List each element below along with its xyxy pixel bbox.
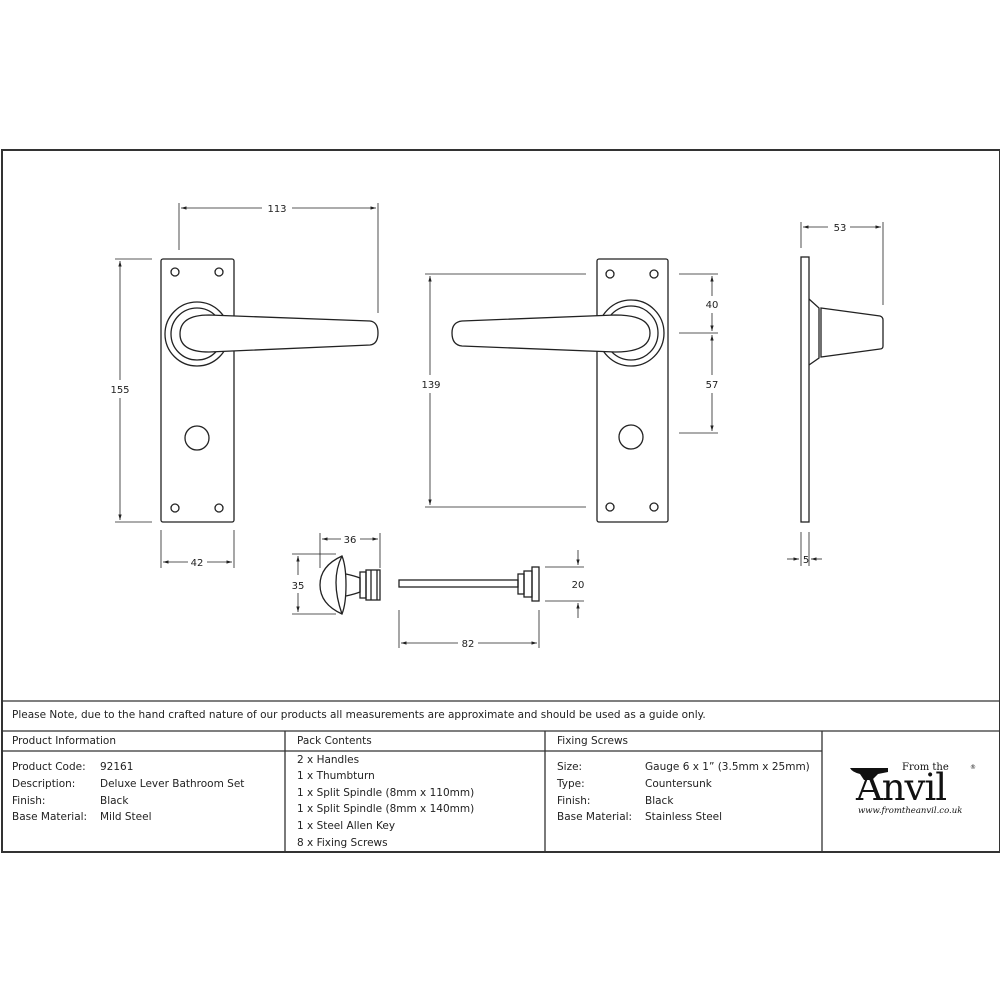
label: Product Code:	[12, 761, 86, 773]
dim-projection: 53	[834, 223, 847, 234]
dim-release-height: 20	[572, 580, 585, 591]
label: Base Material:	[12, 811, 88, 823]
fixing-screws-header: Fixing Screws	[557, 735, 629, 747]
pack-item: 8 x Fixing Screws	[297, 837, 388, 849]
dim-fixing-centres: 139	[421, 380, 440, 391]
label: Base Material:	[557, 811, 633, 823]
registered-mark: ®	[970, 764, 976, 771]
side-view-lever	[800, 256, 884, 523]
screw-size-row: Size: Gauge 6 x 1” (3.5mm x 25mm)	[557, 761, 810, 773]
label: Finish:	[12, 795, 46, 807]
release-spindle-drawing	[398, 566, 540, 602]
product-information-header: Product Information	[12, 735, 116, 747]
dim-thumbturn-length: 36	[344, 535, 357, 546]
dim-release-length: 82	[462, 639, 475, 650]
label: Description:	[12, 778, 76, 790]
dim-spindle-to-turn: 57	[706, 380, 719, 391]
product-code-row: Product Code: 92161	[12, 761, 133, 773]
screw-type-row: Type: Countersunk	[557, 778, 712, 790]
label: Size:	[557, 761, 583, 773]
screw-material-row: Base Material: Stainless Steel	[557, 811, 722, 823]
dim-total-width: 113	[267, 204, 286, 215]
anvil-icon	[850, 768, 888, 780]
description-row: Description: Deluxe Lever Bathroom Set	[12, 778, 244, 790]
logo-brand: Anvil	[856, 766, 947, 809]
value: Black	[645, 795, 674, 807]
screw-finish-row: Finish: Black	[557, 795, 673, 807]
label: Finish:	[557, 795, 591, 807]
value: 92161	[100, 761, 134, 773]
dim-plate-thickness: 5	[803, 555, 809, 566]
value: Black	[100, 795, 129, 807]
pack-item: 2 x Handles	[297, 754, 360, 766]
pack-item: 1 x Steel Allen Key	[297, 820, 396, 832]
pack-item: 1 x Thumbturn	[297, 770, 375, 782]
pack-item: 1 x Split Spindle (8mm x 110mm)	[297, 787, 475, 799]
value: Deluxe Lever Bathroom Set	[100, 778, 245, 790]
label: Type:	[557, 778, 585, 790]
back-view-lever	[451, 258, 669, 523]
dim-thumbturn-height: 35	[292, 581, 305, 592]
finish-row: Finish: Black	[12, 795, 128, 807]
logo-from-the: From the	[902, 762, 949, 773]
value: Gauge 6 x 1” (3.5mm x 25mm)	[645, 761, 810, 773]
pack-contents-header: Pack Contents	[297, 735, 372, 747]
pack-item: 1 x Split Spindle (8mm x 140mm)	[297, 803, 475, 815]
dim-total-height: 155	[110, 385, 129, 396]
value: Countersunk	[645, 778, 712, 790]
base-material-row: Base Material: Mild Steel	[12, 811, 152, 823]
measurement-note: Please Note, due to the hand crafted nat…	[12, 709, 706, 721]
front-view-lever	[160, 258, 379, 523]
value: Stainless Steel	[645, 811, 723, 823]
value: Mild Steel	[100, 811, 152, 823]
dim-plate-width: 42	[191, 558, 204, 569]
logo-url: www.fromtheanvil.co.uk	[858, 806, 963, 816]
from-the-anvil-logo: From the Anvil ® www.fromtheanvil.co.uk	[848, 760, 978, 822]
dim-top-to-spindle: 40	[706, 300, 719, 311]
thumbturn-drawing	[319, 555, 381, 615]
